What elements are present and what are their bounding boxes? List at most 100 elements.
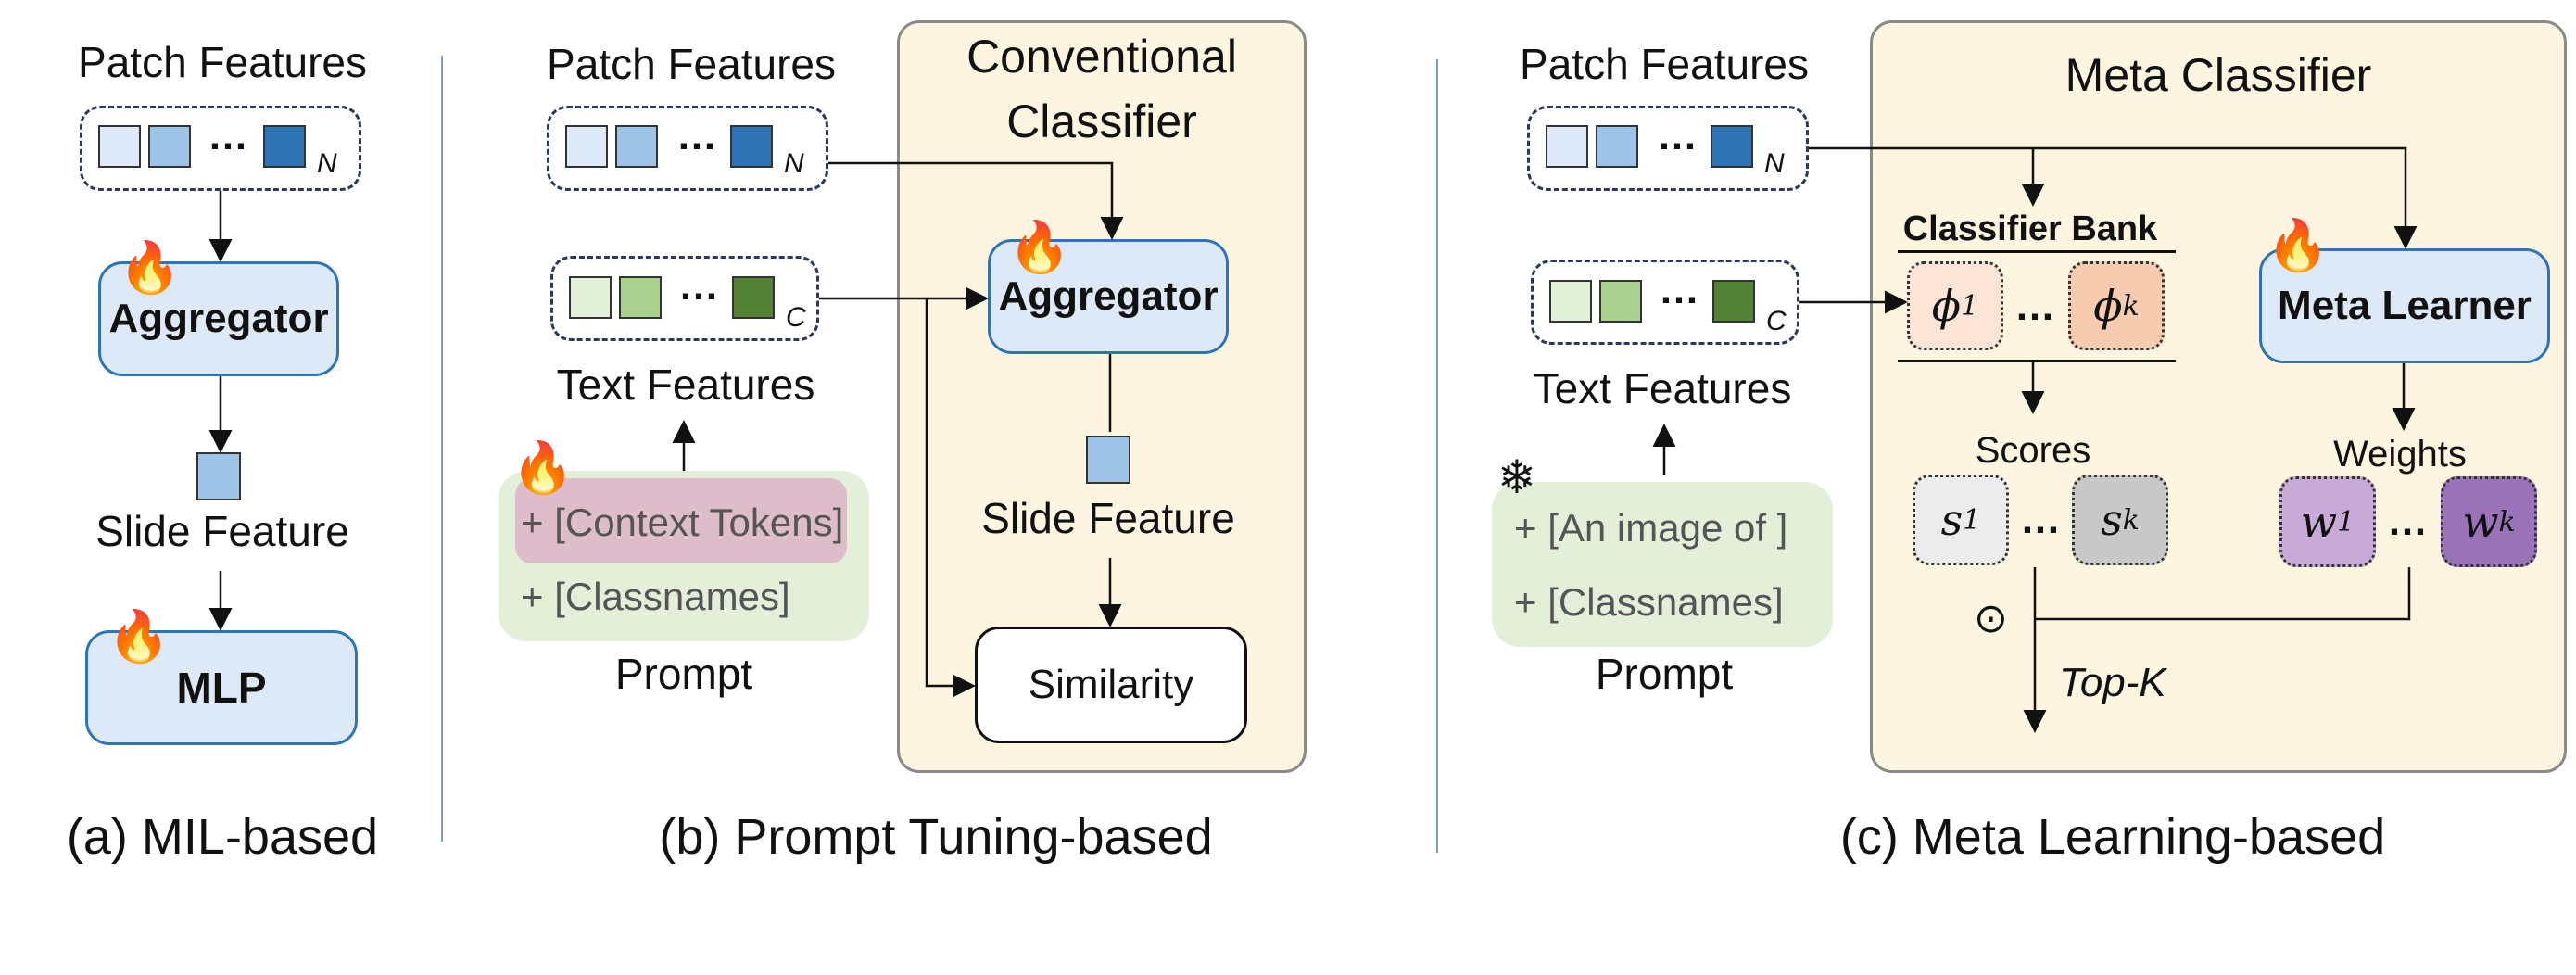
patch-token-n (263, 125, 306, 168)
fire-icon: 🔥 (107, 609, 170, 665)
patch-token-2 (148, 125, 191, 168)
classifier-bank-bottom-rule (1898, 360, 2176, 362)
subscript-c: C (1766, 306, 1787, 336)
slide-feature-label-b: Slide Feature (981, 494, 1235, 542)
fire-icon: 🔥 (1008, 220, 1071, 275)
context-tokens-highlight (515, 478, 847, 563)
text-features-label-b: Text Features (556, 361, 815, 409)
ellipsis: … (678, 263, 719, 309)
patch-token-1 (98, 125, 141, 168)
subscript-c: C (786, 302, 806, 333)
fire-icon: 🔥 (511, 440, 575, 496)
arrow-patch-to-aggregator-b (828, 161, 1124, 240)
patch-token-n (1711, 125, 1753, 168)
phi-1-symbol: ϕ (1931, 281, 1962, 331)
ellipsis: … (1657, 113, 1698, 158)
patch-features-label-c: Patch Features (1520, 40, 1809, 88)
arrow-patch-to-meta-learner (1809, 146, 2418, 249)
w-1-sub: 1 (2337, 505, 2355, 538)
meta-classifier-panel (1870, 20, 2567, 773)
similarity-label: Similarity (1028, 662, 1194, 707)
caption-c: (c) Meta Learning-based (1839, 809, 2386, 865)
classnames-text-b: + [Classnames] (521, 575, 790, 618)
an-image-of-text: + [An image of ] (1514, 506, 1788, 550)
classifier-title-line1: Conventional (966, 31, 1237, 82)
patch-features-label-b: Patch Features (547, 40, 836, 88)
weights-label: Weights (2333, 434, 2467, 475)
ellipsis: … (1659, 267, 1699, 312)
patch-token-2 (615, 125, 658, 168)
prompt-label-b: Prompt (614, 650, 753, 698)
snowflake-icon: ❄ (1497, 451, 1536, 503)
context-tokens-text: + [Context Tokens] (521, 500, 844, 544)
w-k-sub: k (2498, 505, 2516, 538)
fire-icon: 🔥 (2267, 218, 2330, 273)
aggregator-label: Aggregator (998, 273, 1219, 319)
ellipsis: … (2014, 284, 2055, 329)
topk-label: Top-K (2059, 660, 2166, 705)
text-token-1 (569, 276, 612, 319)
patch-token-1 (565, 125, 608, 168)
text-token-1 (1549, 280, 1592, 323)
ellipsis: … (676, 113, 717, 158)
s-k-symbol: s (2101, 495, 2123, 545)
text-token-c (732, 276, 775, 319)
prompt-box-c (1492, 482, 1833, 647)
classifier-bank-label: Classifier Bank (1902, 209, 2158, 248)
subscript-n: N (784, 148, 804, 179)
w-1-symbol: w (2300, 497, 2338, 547)
ellipsis: … (2020, 497, 2061, 542)
subscript-n: N (317, 148, 337, 179)
text-token-c (1712, 280, 1755, 323)
text-features-label-c: Text Features (1533, 364, 1792, 412)
mlp-node: MLP (85, 630, 358, 745)
patch-token-1 (1546, 125, 1588, 168)
aggregator-label: Aggregator (108, 296, 329, 341)
slide-feature-label-a: Slide Feature (95, 507, 349, 555)
aggregator-node-a: Aggregator (98, 261, 339, 376)
similarity-node: Similarity (975, 627, 1247, 743)
classnames-text-c: + [Classnames] (1514, 580, 1784, 624)
meta-learner-label: Meta Learner (2278, 283, 2532, 328)
fire-icon: 🔥 (119, 240, 182, 296)
aggregator-node-b: Aggregator (988, 239, 1229, 354)
caption-b: (b) Prompt Tuning-based (659, 809, 1213, 865)
line-weights-to-product (2035, 567, 2411, 621)
divider-1 (441, 56, 443, 842)
arrow-text-to-similarity (925, 298, 976, 698)
s-1-sub: 1 (1963, 503, 1981, 537)
classifier-title-line2: Classifier (1006, 95, 1197, 147)
scores-label: Scores (1975, 430, 2091, 471)
prompt-label-c: Prompt (1595, 650, 1734, 698)
s-k-sub: k (2122, 503, 2140, 537)
w-k-symbol: w (2462, 497, 2499, 547)
elementwise-product-symbol: ⊙ (1974, 596, 2008, 641)
s-1-symbol: s (1940, 495, 1964, 545)
patch-token-n (730, 125, 773, 168)
phi-k-symbol: ϕ (2093, 281, 2123, 331)
meta-learner-node: Meta Learner (2259, 248, 2550, 363)
slide-feature-square-a (196, 452, 241, 500)
phi-k-sub: k (2122, 289, 2140, 323)
subscript-n: N (1764, 148, 1785, 179)
ellipsis: … (208, 113, 248, 158)
meta-classifier-title: Meta Classifier (2065, 49, 2372, 101)
ellipsis: … (2387, 499, 2428, 544)
caption-a: (a) MIL-based (66, 809, 379, 865)
phi-1-sub: 1 (1961, 289, 1979, 323)
classifier-bank-top-rule (1898, 250, 2176, 253)
text-token-2 (619, 276, 662, 319)
patch-token-2 (1596, 125, 1638, 168)
divider-2 (1436, 59, 1438, 853)
mlp-label: MLP (176, 664, 267, 712)
patch-features-label-a: Patch Features (78, 38, 367, 86)
slide-feature-square-b (1086, 436, 1130, 484)
text-token-2 (1599, 280, 1642, 323)
